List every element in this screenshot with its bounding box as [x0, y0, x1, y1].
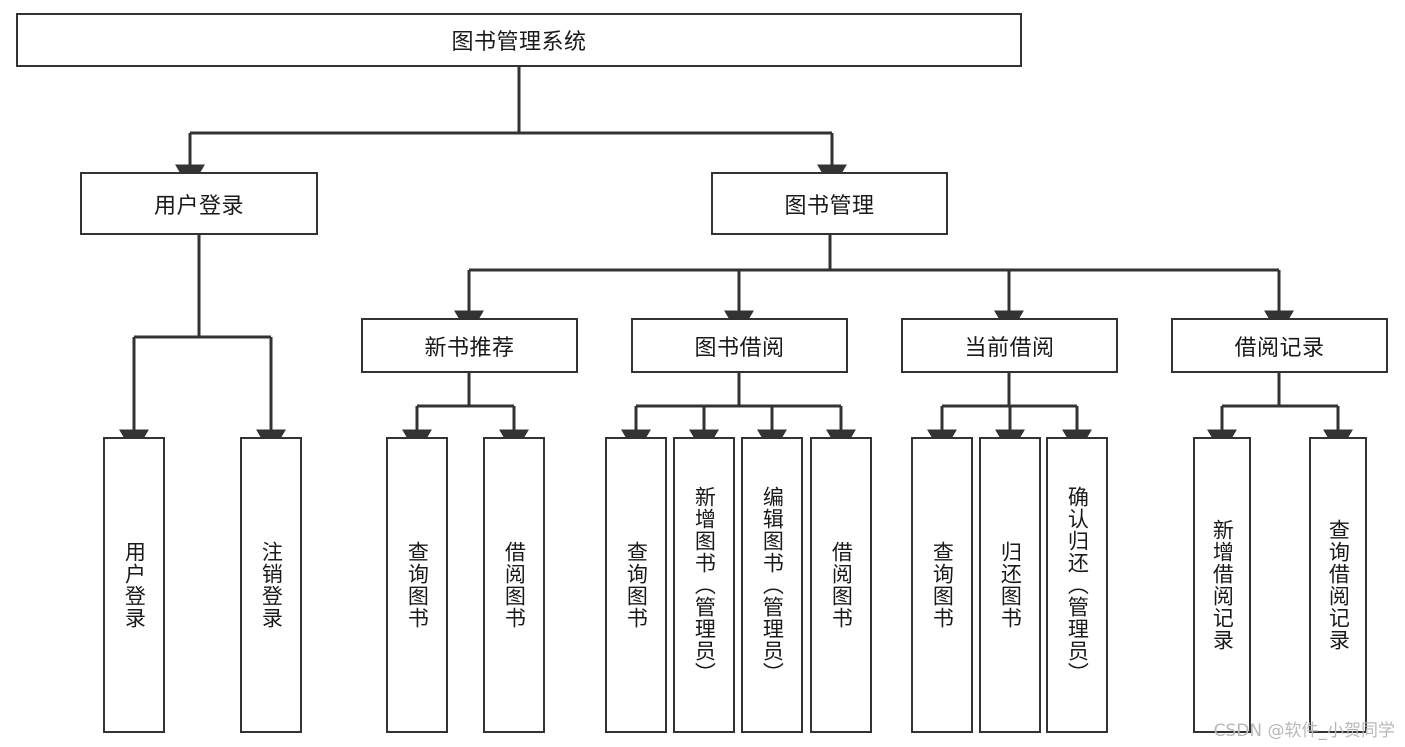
leaf-user-login-2[interactable]: 注销登录 — [240, 437, 302, 733]
leaf-current-borrow-2[interactable]: 归还图书 — [979, 437, 1041, 733]
leaf-label: 新增借阅记录 — [1210, 519, 1235, 651]
node-root[interactable]: 图书管理系统 — [16, 13, 1022, 67]
node-new-book-recommend[interactable]: 新书推荐 — [361, 318, 578, 373]
node-current-borrow-label: 当前借阅 — [964, 335, 1055, 361]
leaf-new-book-2[interactable]: 借阅图书 — [483, 437, 545, 733]
node-book-borrow[interactable]: 图书借阅 — [631, 318, 848, 373]
leaf-new-book-1[interactable]: 查询图书 — [386, 437, 448, 733]
leaf-label: 归还图书 — [998, 541, 1023, 629]
leaf-label: 用户登录 — [122, 541, 147, 629]
node-new-book-recommend-label: 新书推荐 — [424, 335, 515, 361]
leaf-label: 借阅图书 — [502, 541, 527, 629]
node-current-borrow[interactable]: 当前借阅 — [901, 318, 1118, 373]
watermark: CSDN @软件_小贺同学 — [1213, 721, 1395, 741]
leaf-label: 确认归还（管理员） — [1065, 486, 1090, 684]
node-borrow-record[interactable]: 借阅记录 — [1171, 318, 1388, 373]
node-borrow-record-label: 借阅记录 — [1234, 335, 1325, 361]
leaf-user-login-1[interactable]: 用户登录 — [103, 437, 165, 733]
leaf-book-borrow-3[interactable]: 编辑图书（管理员） — [741, 437, 803, 733]
leaf-book-borrow-2[interactable]: 新增图书（管理员） — [673, 437, 735, 733]
leaf-label: 查询图书 — [405, 541, 430, 629]
leaf-label: 查询借阅记录 — [1326, 519, 1351, 651]
leaf-label: 查询图书 — [624, 541, 649, 629]
leaf-label: 借阅图书 — [829, 541, 854, 629]
node-root-label: 图书管理系统 — [451, 30, 587, 55]
leaf-label: 新增图书（管理员） — [692, 486, 717, 684]
leaf-label: 注销登录 — [259, 541, 284, 629]
leaf-current-borrow-1[interactable]: 查询图书 — [911, 437, 973, 733]
node-user-login[interactable]: 用户登录 — [80, 172, 318, 235]
leaf-borrow-record-1[interactable]: 新增借阅记录 — [1193, 437, 1251, 733]
leaf-current-borrow-3[interactable]: 确认归还（管理员） — [1046, 437, 1108, 733]
node-user-login-label: 用户登录 — [153, 193, 244, 219]
node-book-manage-label: 图书管理 — [784, 193, 875, 219]
node-book-borrow-label: 图书借阅 — [694, 335, 785, 361]
leaf-book-borrow-1[interactable]: 查询图书 — [605, 437, 667, 733]
leaf-book-borrow-4[interactable]: 借阅图书 — [810, 437, 872, 733]
leaf-label: 查询图书 — [930, 541, 955, 629]
node-book-manage[interactable]: 图书管理 — [711, 172, 948, 235]
leaf-label: 编辑图书（管理员） — [760, 486, 785, 684]
leaf-borrow-record-2[interactable]: 查询借阅记录 — [1309, 437, 1367, 733]
